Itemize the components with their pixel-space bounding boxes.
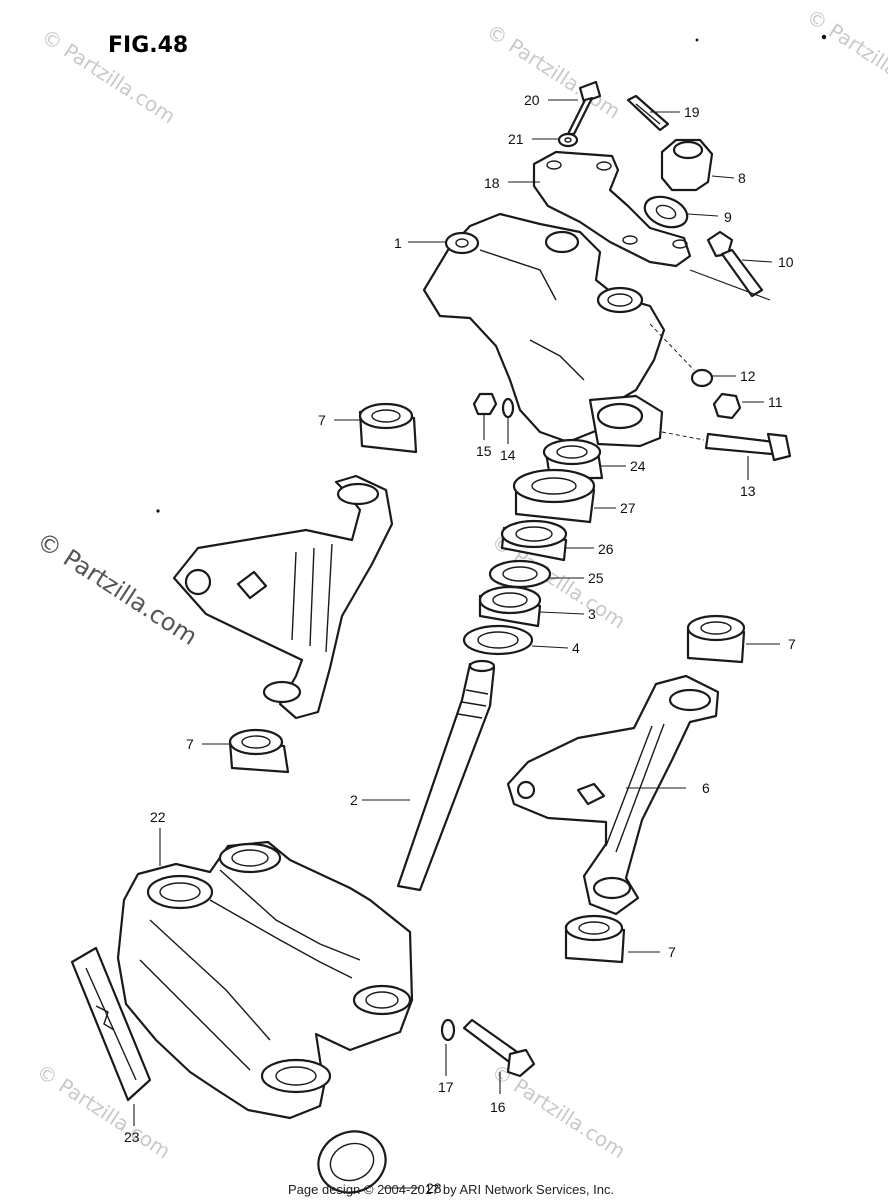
part-19-plate[interactable] — [626, 94, 670, 132]
part-4-dust-seal[interactable] — [462, 624, 534, 656]
part-6-headlight-bracket-right[interactable] — [506, 674, 720, 916]
part-10-bolt[interactable] — [706, 230, 764, 298]
part-11-nut[interactable] — [712, 392, 742, 420]
figure-title: FIG.48 — [108, 33, 188, 58]
part-17-washer[interactable] — [440, 1018, 456, 1042]
part-12-washer[interactable] — [649, 323, 714, 388]
watermark-right-edge: © Partzilla.com — [802, 4, 888, 108]
callout-16: 16 — [490, 1099, 506, 1115]
speck — [156, 509, 160, 513]
part-13-bolt[interactable] — [704, 432, 792, 462]
speck — [821, 34, 827, 40]
callout-3: 3 — [588, 606, 596, 622]
callout-18: 18 — [484, 175, 500, 191]
callout-17: 17 — [438, 1079, 454, 1095]
part-9-washer[interactable] — [641, 191, 692, 232]
watermark-left-dark: © Partzilla.com — [32, 527, 203, 651]
part-14-washer[interactable] — [501, 397, 515, 419]
callout-7-lower-left: 7 — [186, 736, 194, 752]
callout-15: 15 — [476, 443, 492, 459]
part-13-guide-line — [661, 431, 705, 441]
part-15-nut[interactable] — [472, 392, 498, 416]
part-3-bearing-race[interactable] — [478, 585, 542, 628]
callout-6: 6 — [702, 780, 710, 796]
callout-7-right-upper: 7 — [788, 636, 796, 652]
callout-13: 13 — [740, 483, 756, 499]
part-7-cushion-right-upper[interactable] — [686, 614, 746, 664]
callout-2: 2 — [350, 792, 358, 808]
part-1-upper-bracket[interactable] — [422, 212, 666, 448]
part-26-bearing-race[interactable] — [500, 519, 568, 562]
callout-28: 28 — [426, 1180, 442, 1196]
callout-8: 8 — [738, 170, 746, 186]
speck — [695, 38, 699, 42]
watermark-bottom-middle: © Partzilla.com — [487, 1059, 630, 1163]
callout-20: 20 — [524, 92, 540, 108]
callout-7-upper-left: 7 — [318, 412, 326, 428]
part-2-steering-stem[interactable] — [396, 659, 496, 892]
part-7-cushion-upper-left[interactable] — [358, 402, 418, 454]
callout-21: 21 — [508, 131, 524, 147]
watermark-top-right: © Partzilla.com — [482, 19, 625, 123]
callout-22: 22 — [150, 809, 166, 825]
part-23-emblem[interactable] — [70, 946, 152, 1102]
part-20-bolt[interactable] — [566, 80, 602, 136]
part-28-cap[interactable] — [310, 1122, 394, 1200]
callout-26: 26 — [598, 541, 614, 557]
callout-4: 4 — [572, 640, 580, 656]
callout-23: 23 — [124, 1129, 140, 1145]
callout-19: 19 — [684, 104, 700, 120]
callout-7-right-lower: 7 — [668, 944, 676, 960]
part-22-lower-bracket[interactable] — [116, 840, 414, 1120]
part-21-washer[interactable] — [557, 132, 579, 148]
callout-14: 14 — [500, 447, 516, 463]
callout-1: 1 — [394, 235, 402, 251]
callout-24: 24 — [630, 458, 646, 474]
part-16-bolt[interactable] — [462, 1018, 536, 1078]
part-27-dust-seal[interactable] — [512, 468, 596, 524]
part-7-cushion-right-lower[interactable] — [564, 914, 626, 964]
part-8-cap-nut[interactable] — [660, 138, 714, 192]
callout-11: 11 — [768, 394, 783, 410]
part-25-bearing[interactable] — [488, 559, 552, 589]
headlight-bracket-left[interactable] — [172, 474, 394, 720]
footer-copyright: Page design © 2004-2017 by ARI Network S… — [288, 1182, 614, 1197]
callout-12: 12 — [740, 368, 756, 384]
part-18-handlebar-holder[interactable] — [532, 150, 692, 268]
part-7-cushion-lower-left[interactable] — [228, 728, 290, 774]
watermark-bottom-left: © Partzilla.com — [32, 1059, 175, 1163]
callout-9: 9 — [724, 209, 732, 225]
callout-25: 25 — [588, 570, 604, 586]
callout-labels: 20 19 21 8 18 9 1 10 12 11 7 15 14 13 24… — [124, 92, 796, 1196]
part-10-guide-line — [689, 269, 771, 301]
leader-lines — [133, 99, 780, 1189]
callout-27: 27 — [620, 500, 636, 516]
callout-10: 10 — [778, 254, 794, 270]
